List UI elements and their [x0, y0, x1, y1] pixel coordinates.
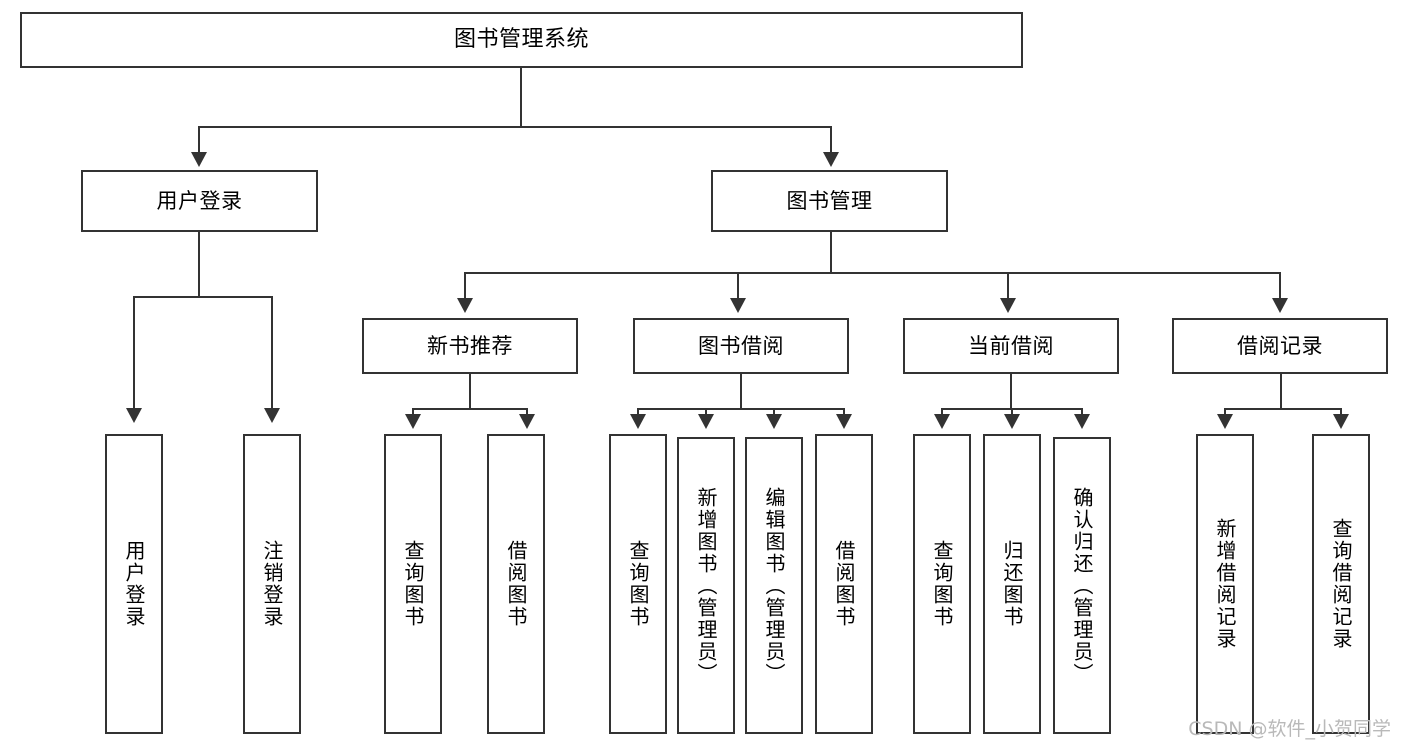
- arrowhead-to-user-login: [191, 152, 207, 167]
- arrowhead-to-borrow-record: [1272, 298, 1288, 313]
- node-label: 查询图书: [401, 540, 425, 628]
- node-label: 编辑图书（管理员）: [762, 486, 786, 685]
- arrowhead-to-leaf-borrow-book-1: [519, 414, 535, 429]
- connector-root-stem: [520, 68, 522, 126]
- arrowhead-to-leaf-logout: [264, 408, 280, 423]
- arrowhead-to-leaf-query-record: [1333, 414, 1349, 429]
- node-label: 新书推荐: [427, 333, 513, 358]
- connector-userlogin-stem: [198, 232, 200, 296]
- node-label: 新增图书（管理员）: [694, 486, 718, 685]
- connector-bookborrow-drop-2: [705, 408, 707, 418]
- node-label: 借阅图书: [832, 540, 856, 628]
- connector-borrowrecord-stem: [1280, 374, 1282, 408]
- connector-bookmanage-drop-4: [1279, 272, 1281, 302]
- arrowhead-to-leaf-edit-book: [766, 414, 782, 429]
- connector-bookborrow-bus: [637, 408, 843, 410]
- arrowhead-to-leaf-add-record: [1217, 414, 1233, 429]
- connector-borrowrecord-drop-2: [1340, 408, 1342, 418]
- node-label: 当前借阅: [968, 333, 1054, 358]
- arrowhead-to-new-book-recommend: [457, 298, 473, 313]
- connector-bookborrow-stem: [740, 374, 742, 408]
- arrowhead-to-book-manage: [823, 152, 839, 167]
- connector-bookmanage-stem: [830, 232, 832, 272]
- connector-currentborrow-stem: [1010, 374, 1012, 408]
- connector-root-right-drop: [830, 126, 832, 156]
- leaf-query-book-2[interactable]: 查询图书: [609, 434, 667, 734]
- connector-newbook-stem: [469, 374, 471, 408]
- leaf-logout-login[interactable]: 注销登录: [243, 434, 301, 734]
- node-label: 新增借阅记录: [1213, 518, 1237, 650]
- leaf-borrow-book-1[interactable]: 借阅图书: [487, 434, 545, 734]
- connector-userlogin-bus: [133, 296, 272, 298]
- connector-bookborrow-drop-1: [637, 408, 639, 418]
- node-label: 图书借阅: [698, 333, 784, 358]
- node-label: 查询图书: [930, 540, 954, 628]
- connector-currentborrow-drop-2: [1011, 408, 1013, 418]
- leaf-add-borrow-record[interactable]: 新增借阅记录: [1196, 434, 1254, 734]
- arrowhead-to-leaf-query-book-3: [934, 414, 950, 429]
- connector-borrowrecord-bus: [1224, 408, 1341, 410]
- node-label: 确认归还（管理员）: [1070, 486, 1094, 685]
- connector-bookborrow-drop-4: [843, 408, 845, 418]
- node-label: 用户登录: [156, 188, 243, 213]
- node-label: 借阅记录: [1237, 333, 1323, 358]
- node-label: 注销登录: [260, 540, 284, 628]
- arrowhead-to-current-borrow: [1000, 298, 1016, 313]
- connector-borrowrecord-drop-1: [1224, 408, 1226, 418]
- leaf-query-book-3[interactable]: 查询图书: [913, 434, 971, 734]
- arrowhead-to-leaf-borrow-book-2: [836, 414, 852, 429]
- connector-currentborrow-drop-3: [1081, 408, 1083, 418]
- connector-newbook-drop-1: [412, 408, 414, 418]
- leaf-borrow-book-2[interactable]: 借阅图书: [815, 434, 873, 734]
- arrowhead-to-book-borrow: [730, 298, 746, 313]
- node-label: 归还图书: [1000, 540, 1024, 628]
- connector-newbook-drop-2: [526, 408, 528, 418]
- node-label: 查询图书: [626, 540, 650, 628]
- leaf-return-book[interactable]: 归还图书: [983, 434, 1041, 734]
- leaf-user-login[interactable]: 用户登录: [105, 434, 163, 734]
- leaf-edit-book-admin[interactable]: 编辑图书（管理员）: [745, 437, 803, 734]
- node-label: 借阅图书: [504, 540, 528, 628]
- connector-root-left-drop: [198, 126, 200, 156]
- arrowhead-to-leaf-query-book-2: [630, 414, 646, 429]
- node-label: 图书管理系统: [453, 27, 589, 53]
- arrowhead-to-leaf-add-book: [698, 414, 714, 429]
- node-book-manage[interactable]: 图书管理: [711, 170, 948, 232]
- leaf-add-book-admin[interactable]: 新增图书（管理员）: [677, 437, 735, 734]
- leaf-confirm-return-admin[interactable]: 确认归还（管理员）: [1053, 437, 1111, 734]
- arrowhead-to-leaf-user-login: [126, 408, 142, 423]
- node-label: 用户登录: [122, 540, 146, 628]
- connector-bookmanage-drop-1: [464, 272, 466, 302]
- node-new-book-recommend[interactable]: 新书推荐: [362, 318, 578, 374]
- leaf-query-borrow-record[interactable]: 查询借阅记录: [1312, 434, 1370, 734]
- connector-userlogin-drop-2: [271, 296, 273, 412]
- node-root-system[interactable]: 图书管理系统: [20, 12, 1023, 68]
- leaf-query-book-1[interactable]: 查询图书: [384, 434, 442, 734]
- connector-newbook-bus: [412, 408, 528, 410]
- node-borrow-record[interactable]: 借阅记录: [1172, 318, 1388, 374]
- connector-bookborrow-drop-3: [773, 408, 775, 418]
- arrowhead-to-leaf-confirm-return: [1074, 414, 1090, 429]
- connector-bookmanage-drop-3: [1007, 272, 1009, 302]
- node-label: 图书管理: [786, 188, 873, 213]
- node-label: 查询借阅记录: [1329, 518, 1353, 650]
- connector-root-bus: [198, 126, 832, 128]
- connector-bookmanage-bus: [464, 272, 1281, 274]
- node-user-login[interactable]: 用户登录: [81, 170, 318, 232]
- arrowhead-to-leaf-return-book: [1004, 414, 1020, 429]
- connector-bookmanage-drop-2: [737, 272, 739, 302]
- arrowhead-to-leaf-query-book-1: [405, 414, 421, 429]
- node-current-borrow[interactable]: 当前借阅: [903, 318, 1119, 374]
- node-book-borrow[interactable]: 图书借阅: [633, 318, 849, 374]
- connector-userlogin-drop-1: [133, 296, 135, 412]
- connector-currentborrow-drop-1: [941, 408, 943, 418]
